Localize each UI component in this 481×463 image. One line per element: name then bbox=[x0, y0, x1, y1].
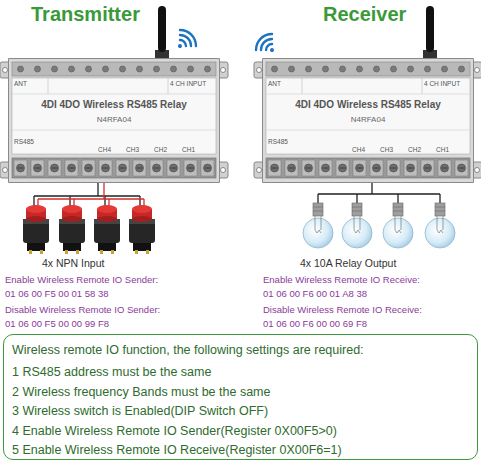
group-caption: 4x 10A Relay Output bbox=[300, 257, 396, 269]
antenna bbox=[158, 6, 166, 52]
device-heading: Receiver bbox=[323, 3, 406, 26]
relay-board: Receiver4DI 4DO Wireless RS485 RelayN4RF… bbox=[262, 58, 474, 183]
light-bulb bbox=[342, 203, 372, 248]
push-button bbox=[129, 205, 155, 254]
terminal-label: CH4 bbox=[98, 146, 111, 153]
terminal-label: ANT bbox=[14, 80, 27, 87]
settings-item: 5 Enable Wireless Remote IO Receive(Regi… bbox=[12, 443, 342, 457]
relay-board bbox=[0, 58, 228, 183]
command-text: Enable Wireless Remote IO Receive: bbox=[263, 275, 420, 286]
light-bulb bbox=[425, 203, 455, 248]
group-caption: 4x NPN Input bbox=[42, 257, 104, 269]
settings-item: 2 Wireless frequency Bands must be the s… bbox=[12, 385, 270, 399]
board-title: 4DI 4DO Wireless RS485 Relay bbox=[9, 99, 219, 111]
terminal-label: CH3 bbox=[126, 146, 139, 153]
relay-board: Transmitter4DI 4DO Wireless RS485 RelayN… bbox=[8, 58, 220, 183]
settings-item: 1 RS485 address must be the same bbox=[12, 365, 211, 379]
push-button bbox=[23, 205, 49, 254]
push-button bbox=[59, 205, 85, 254]
terminal-label: RS485 bbox=[14, 138, 34, 145]
command-text: 01 06 00 F6 00 00 69 F8 bbox=[263, 319, 367, 330]
command-text: Disable Wireless Remote IO Sender: bbox=[5, 305, 160, 316]
wifi-symbol bbox=[171, 27, 200, 56]
command-text: Enable Wireless Remote IO Sender: bbox=[5, 275, 158, 286]
settings-heading: Wireless remote IO function, the followi… bbox=[12, 343, 364, 357]
output-wires bbox=[318, 183, 440, 203]
settings-item: 3 Wireless switch is Enabled(DIP Switch … bbox=[12, 404, 268, 418]
terminal-label: ANT bbox=[268, 80, 281, 87]
command-text: 01 06 00 F6 00 01 A8 38 bbox=[263, 289, 367, 300]
board-title: 4DI 4DO Wireless RS485 Relay bbox=[263, 99, 473, 111]
wifi-symbol bbox=[253, 31, 282, 60]
settings-item: 4 Enable Wireless Remote IO Sender(Regis… bbox=[12, 424, 337, 438]
terminal-label: CH2 bbox=[408, 146, 421, 153]
device-heading: Transmitter bbox=[31, 3, 140, 26]
model-number: N4RFA04 bbox=[9, 115, 219, 124]
relay-board bbox=[254, 58, 481, 183]
settings-box: Wireless remote IO function, the followi… bbox=[3, 334, 478, 460]
terminal-label: 4 CH INPUT bbox=[170, 80, 206, 87]
terminal-label: CH4 bbox=[352, 146, 365, 153]
terminal-label: RS485 bbox=[268, 138, 288, 145]
terminal-label: CH1 bbox=[182, 146, 195, 153]
terminal-label: CH2 bbox=[154, 146, 167, 153]
terminal-label: CH1 bbox=[436, 146, 449, 153]
command-text: 01 06 00 F5 00 00 99 F8 bbox=[5, 319, 109, 330]
light-bulb bbox=[383, 203, 413, 248]
model-number: N4RFA04 bbox=[263, 115, 473, 124]
input-wires bbox=[34, 183, 144, 206]
antenna bbox=[426, 6, 434, 52]
light-bulb bbox=[303, 203, 333, 248]
command-text: Disable Wireless Remote IO Receive: bbox=[263, 305, 422, 316]
terminal-label: CH3 bbox=[380, 146, 393, 153]
push-button bbox=[94, 205, 120, 254]
terminal-label: 4 CH INPUT bbox=[424, 80, 460, 87]
command-text: 01 06 00 F5 00 01 58 38 bbox=[5, 289, 109, 300]
